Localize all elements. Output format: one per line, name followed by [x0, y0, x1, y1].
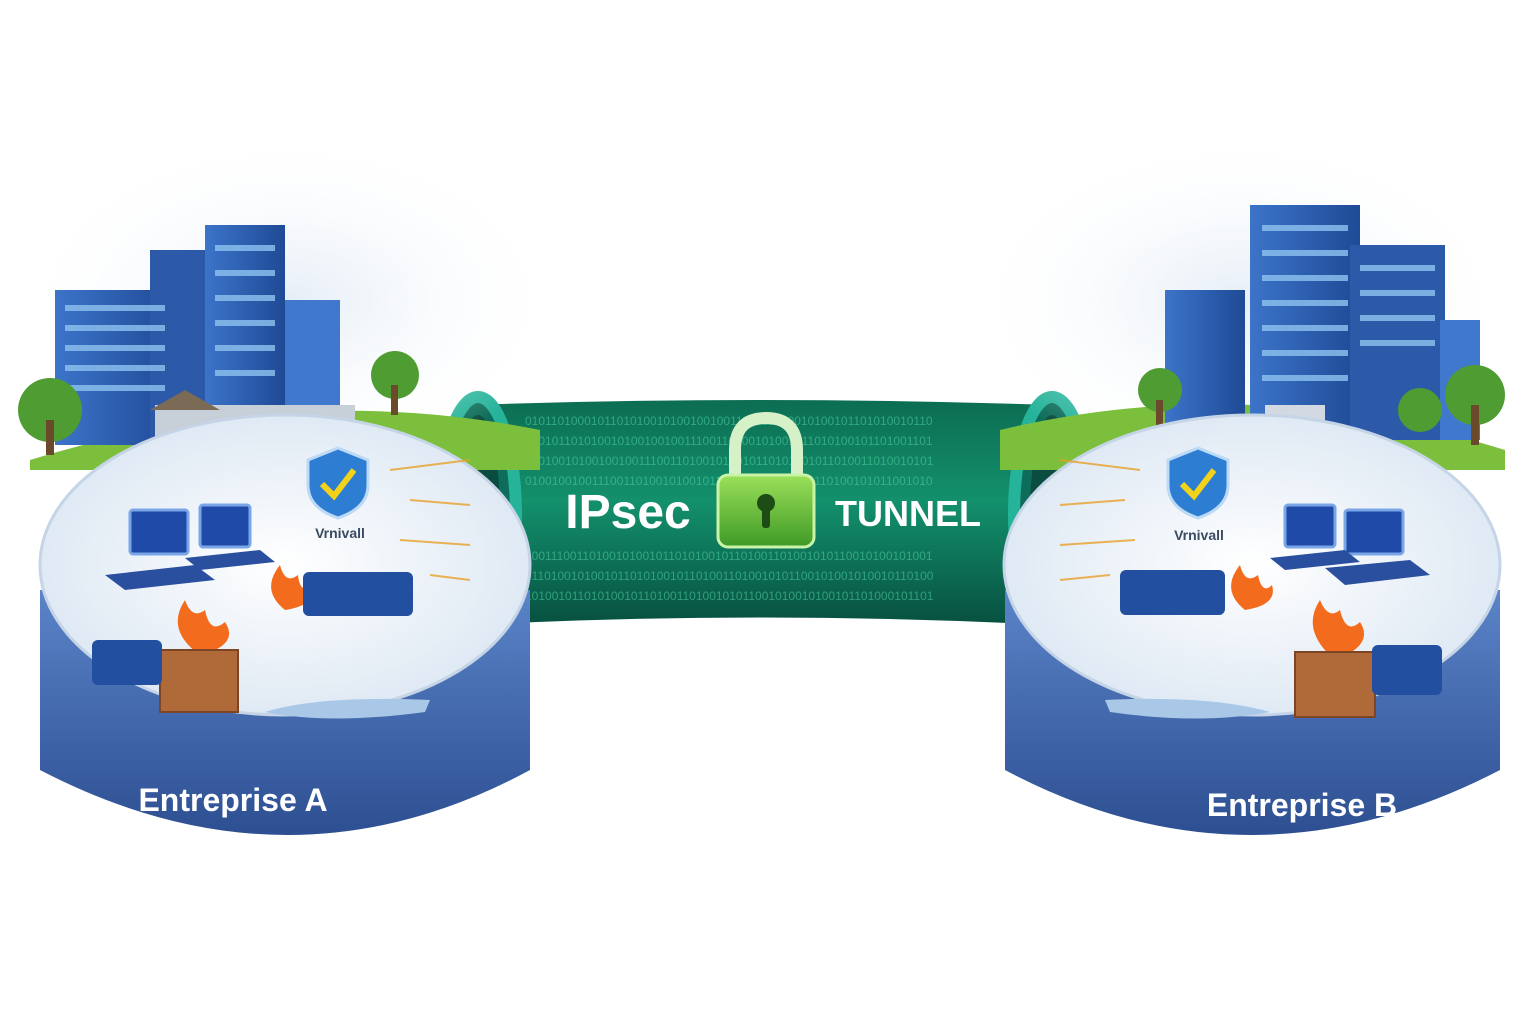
site-name-entreprise-a: Entreprise A: [138, 782, 327, 818]
site-entreprise-a: Entreprise A Vrnivall: [10, 130, 570, 835]
computer-icon: [1270, 503, 1430, 585]
office-buildings: [1165, 205, 1480, 440]
network-device-icon: [1120, 570, 1442, 695]
tree-icon: [18, 351, 419, 455]
computer-icon: [105, 503, 275, 590]
shield-check-icon: [1166, 446, 1230, 520]
binary-row: 0001011010100101001001001110011010010100…: [525, 434, 933, 448]
tunnel-label-ipsec: IPsec: [565, 486, 690, 539]
tunnel-label-tunnel: TUNNEL: [835, 493, 981, 534]
network-device-icon: [92, 572, 413, 685]
shield-label: Vrnivall: [1174, 527, 1224, 543]
binary-row: 0101101000101101010010100100100111001101…: [525, 414, 933, 428]
firewall-fire-icon: [159, 565, 313, 713]
binary-row: 1001110011010010100101101010010110100110…: [525, 549, 933, 563]
drone-icon: [265, 698, 430, 719]
firewall-fire-icon: [1231, 565, 1376, 718]
shield-check-icon: [306, 446, 370, 520]
drone-icon: [1105, 698, 1270, 719]
tree-icon: [1138, 365, 1505, 445]
office-buildings: [55, 225, 355, 445]
site-name-entreprise-b: Entreprise B: [1207, 787, 1397, 823]
binary-row: 1010010110101001011010011010010101100101…: [525, 589, 934, 603]
padlock-icon: [716, 411, 816, 549]
site-entreprise-b: Entreprise B Vrnivall: [960, 130, 1520, 835]
binary-row: 0110100101001011010100101101001101001010…: [525, 569, 934, 583]
shield-label: Vrnivall: [315, 525, 365, 541]
